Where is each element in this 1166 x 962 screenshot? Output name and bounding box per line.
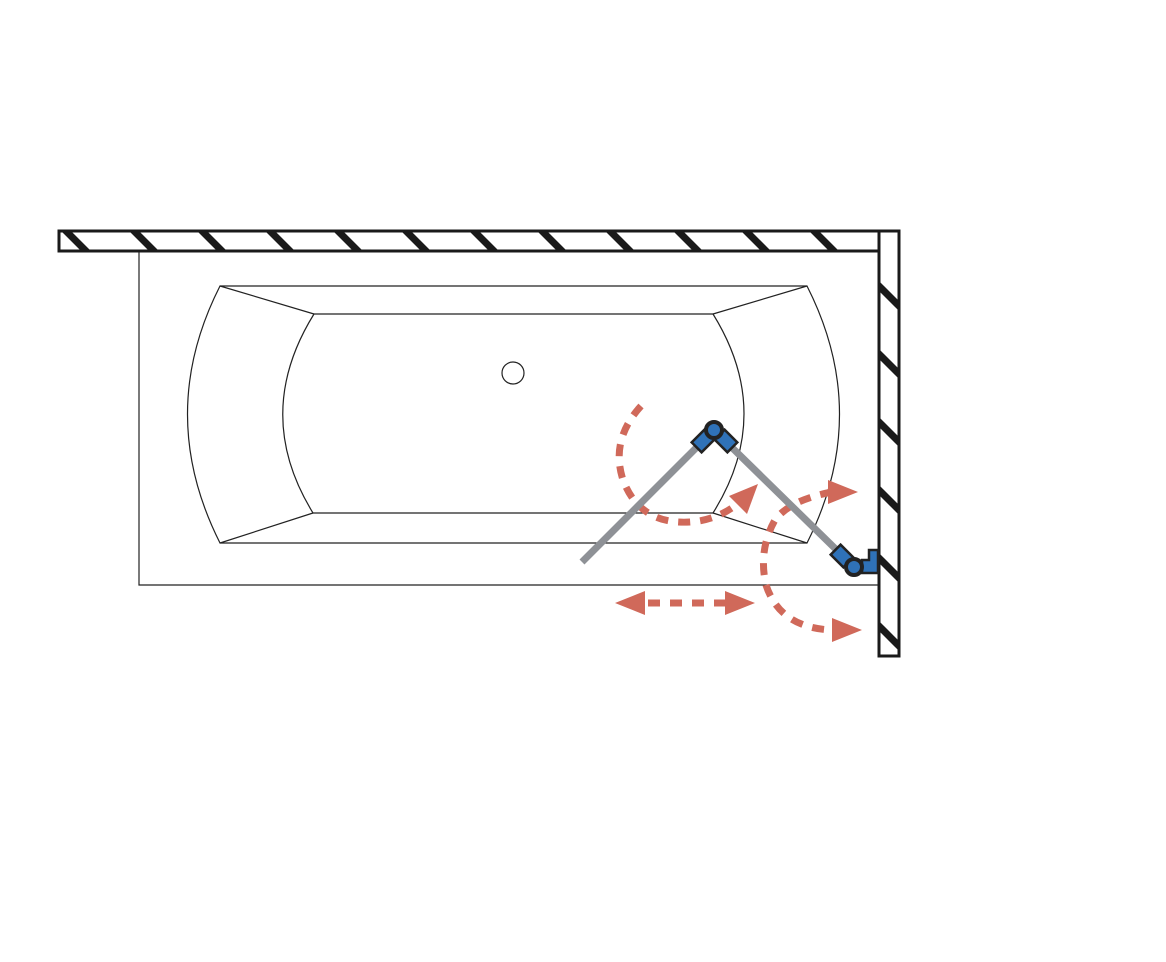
- wall-hatch-stripe: [879, 553, 899, 583]
- arrowheads: [615, 480, 862, 642]
- tub-corner-lines: [219, 285, 808, 544]
- screen-panels: [579, 427, 857, 570]
- wall-hatch-stripe: [265, 231, 295, 251]
- wall-hatch-stripe: [197, 231, 227, 251]
- wall-hatch-stripe: [401, 231, 431, 251]
- rotation-arrow-inner: [615, 403, 745, 526]
- wall-hatch-stripe: [809, 231, 839, 251]
- wall-hinge[interactable]: [828, 542, 880, 577]
- wall-hatch-stripe: [741, 231, 771, 251]
- wall-hatch-stripe: [673, 231, 703, 251]
- arrowhead-icon: [725, 591, 755, 615]
- wall-hatch-stripe: [879, 349, 899, 379]
- wall-hatch-stripe: [61, 231, 91, 251]
- tub-rim: [138, 252, 878, 586]
- wall-hatch-stripe: [537, 231, 567, 251]
- top-wall: [57, 229, 901, 253]
- arrowhead-icon: [729, 484, 758, 514]
- wall-hatch-stripe: [879, 621, 899, 651]
- wall-hatch-stripe: [333, 231, 363, 251]
- arrowhead-icon: [828, 480, 858, 504]
- bathtub: [138, 252, 878, 586]
- folding-panel[interactable]: [579, 427, 717, 565]
- wall-hatch-stripe: [879, 417, 899, 447]
- drain: [501, 361, 525, 385]
- wall-hatch-stripe: [605, 231, 635, 251]
- wall-hatch-stripe: [879, 281, 899, 311]
- arrowhead-icon: [615, 591, 645, 615]
- movement-arrows: [615, 403, 833, 634]
- wall-hatch-stripe: [129, 231, 159, 251]
- wall-hatch-stripe: [469, 231, 499, 251]
- fixed-panel[interactable]: [711, 427, 857, 570]
- tub-inner-basin: [282, 313, 745, 514]
- wall-hatch-stripe: [879, 485, 899, 515]
- arrowhead-icon: [832, 618, 862, 642]
- right-wall: [877, 229, 901, 658]
- center-hinge[interactable]: [689, 420, 740, 455]
